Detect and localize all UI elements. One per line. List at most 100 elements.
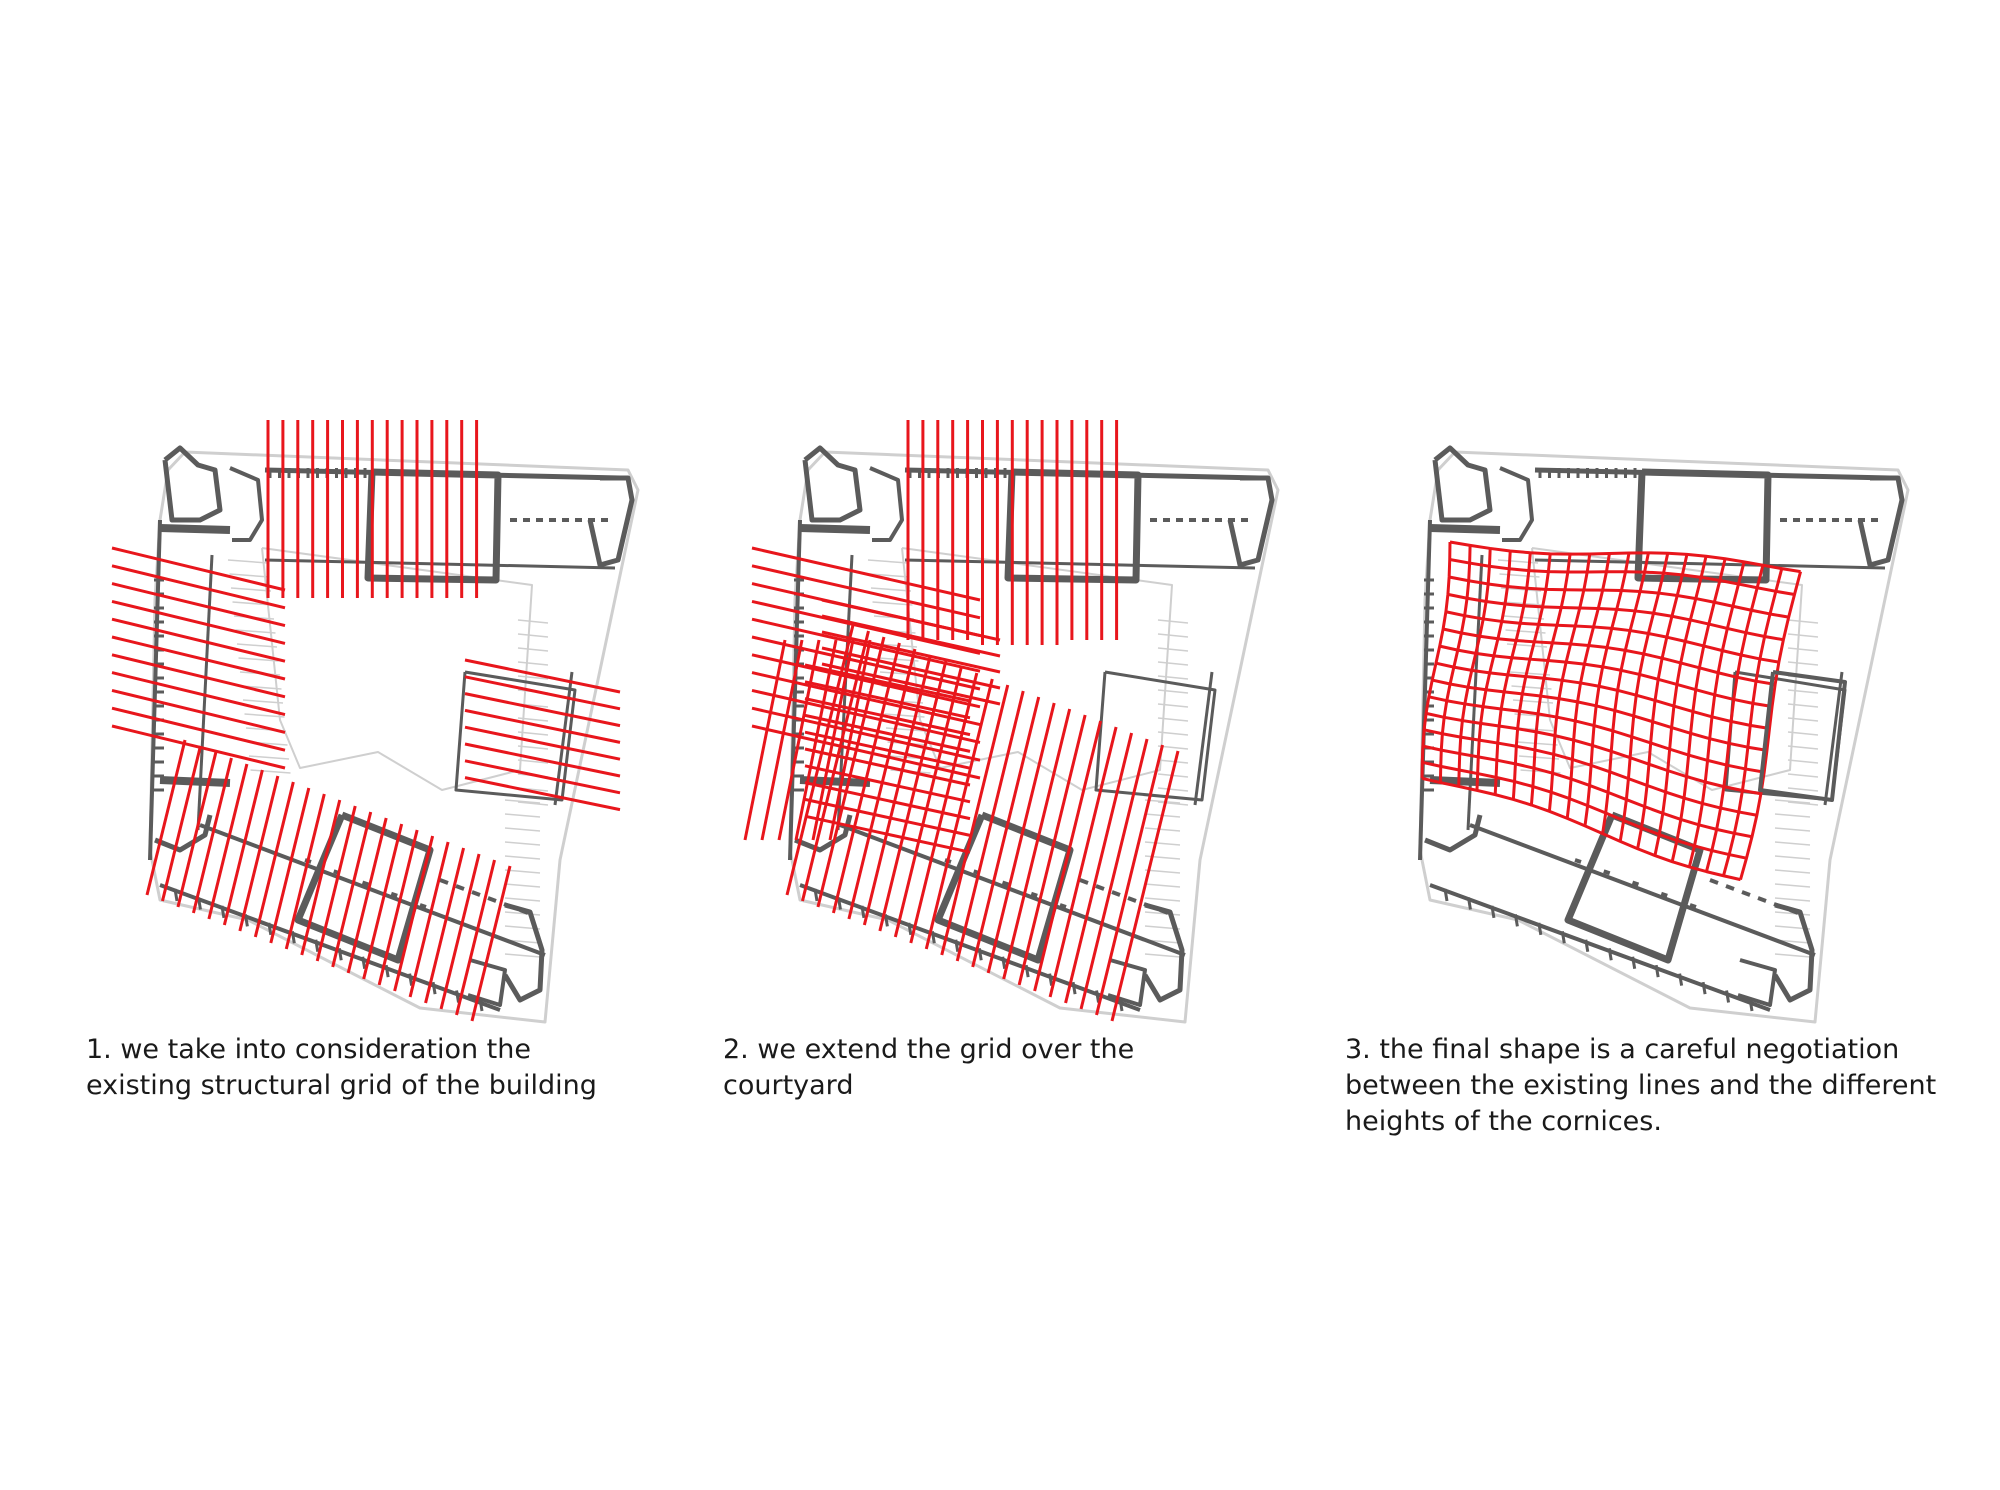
grid-line-horizontal <box>464 759 621 795</box>
grid-line-diagonal <box>760 639 804 841</box>
corner-pavilion-nw <box>1432 445 1493 523</box>
grid-line-diagonal <box>284 793 326 950</box>
stair-tread <box>1774 827 1811 832</box>
grid-line-horizontal <box>464 658 621 694</box>
stair-tread <box>1774 813 1811 818</box>
floor-plan-step-3 <box>1418 445 1910 1024</box>
south-hall-wall <box>934 811 1074 964</box>
stair-tread <box>1774 799 1811 804</box>
cross-wall <box>799 524 871 534</box>
stair-tread <box>1774 869 1811 874</box>
stair-tread <box>517 633 549 638</box>
pier <box>977 947 983 961</box>
grid-line-diagonal <box>743 639 787 841</box>
inner-wall <box>199 823 546 957</box>
outer-wall <box>788 450 1280 1024</box>
stair-tread <box>517 717 549 722</box>
stair-tread <box>504 869 541 874</box>
stair-tread <box>1787 745 1819 750</box>
stair-tread <box>504 799 541 804</box>
pier <box>455 990 461 1003</box>
grid-line-diagonal <box>470 865 512 1022</box>
stair-tread <box>1787 801 1819 806</box>
stair-tread <box>504 841 541 846</box>
courtyard-edge <box>1531 547 1803 791</box>
stair-tread <box>872 601 913 606</box>
pier <box>813 888 819 902</box>
column <box>1574 858 1582 864</box>
facade-wall <box>799 883 1141 1012</box>
roof-grid-column <box>1739 571 1803 881</box>
stair-tread <box>1157 675 1189 680</box>
grid-line-horizontal <box>464 675 621 711</box>
stair-tread <box>1787 647 1819 652</box>
inner-wall <box>553 671 574 806</box>
grid-line-diagonal <box>794 639 838 841</box>
caption-step-2: 2. we extend the grid over the courtyard <box>723 1034 1135 1101</box>
stair-tread <box>517 675 549 680</box>
pier <box>1490 905 1496 919</box>
stair-wall <box>467 958 507 1007</box>
stair-tread <box>1511 685 1552 690</box>
stair-tread <box>517 619 549 624</box>
stair-tread <box>236 643 278 648</box>
inner-wall <box>904 558 1256 570</box>
structural-grid-lines <box>111 420 621 1022</box>
grid-line-horizontal <box>111 671 286 717</box>
grid-line-diagonal <box>377 829 419 986</box>
grid-line-horizontal <box>464 776 621 812</box>
roof-grid-column <box>1687 561 1746 868</box>
roof-grid-column <box>1457 548 1492 787</box>
grid-line-diagonal <box>816 636 886 908</box>
pier <box>1584 939 1590 953</box>
grid-line-horizontal <box>464 725 621 761</box>
roof-grid-column <box>1653 555 1708 856</box>
pier <box>1631 956 1637 969</box>
outer-wall <box>148 450 640 1024</box>
column <box>1001 880 1010 887</box>
grid-line-diagonal <box>331 811 373 968</box>
cross-wall <box>799 776 871 787</box>
roof-grid-column <box>1704 564 1765 872</box>
stair-tread <box>1787 759 1819 764</box>
grid-line-diagonal <box>315 805 357 962</box>
grid-line-horizontal <box>804 680 971 720</box>
south-hall-wall <box>294 811 434 964</box>
column <box>487 896 497 903</box>
facade-wall <box>1429 883 1771 1012</box>
pier <box>1095 990 1101 1003</box>
grid-line-diagonal <box>362 823 404 980</box>
corner-pavilion-sw <box>1424 814 1483 853</box>
stair-wall <box>1737 958 1777 1007</box>
stair-tread <box>504 855 541 860</box>
pier <box>1513 914 1519 927</box>
grid-line-diagonal <box>862 654 932 926</box>
stair-tread <box>1787 773 1819 778</box>
stair-tread <box>1144 883 1181 888</box>
stair-tread <box>1787 689 1819 694</box>
stair-tread <box>504 827 541 832</box>
stair-tread <box>1787 633 1819 638</box>
roof-grid-column <box>1475 550 1512 791</box>
corner-pavilion-ne <box>1227 475 1275 568</box>
stair-tread <box>869 573 910 578</box>
stair-tread <box>1787 731 1819 736</box>
grid-line-horizontal <box>464 692 621 728</box>
pier <box>1560 931 1566 944</box>
pier <box>860 905 866 919</box>
building-plan <box>148 445 640 1024</box>
stair-tread <box>504 897 541 902</box>
stair-tread <box>1157 661 1189 666</box>
grid-line-diagonal <box>878 660 948 932</box>
grid-line-diagonal <box>924 678 994 950</box>
roof-grid-column <box>1529 553 1572 806</box>
corner-pavilion-se <box>1772 902 1815 1003</box>
column <box>1603 869 1611 876</box>
grid-line-horizontal <box>804 797 971 837</box>
pier <box>408 973 414 986</box>
grid-line-diagonal <box>893 666 963 938</box>
stair-tread <box>504 911 541 916</box>
grid-line-diagonal <box>1110 750 1180 1022</box>
grid-line-diagonal <box>828 639 872 841</box>
